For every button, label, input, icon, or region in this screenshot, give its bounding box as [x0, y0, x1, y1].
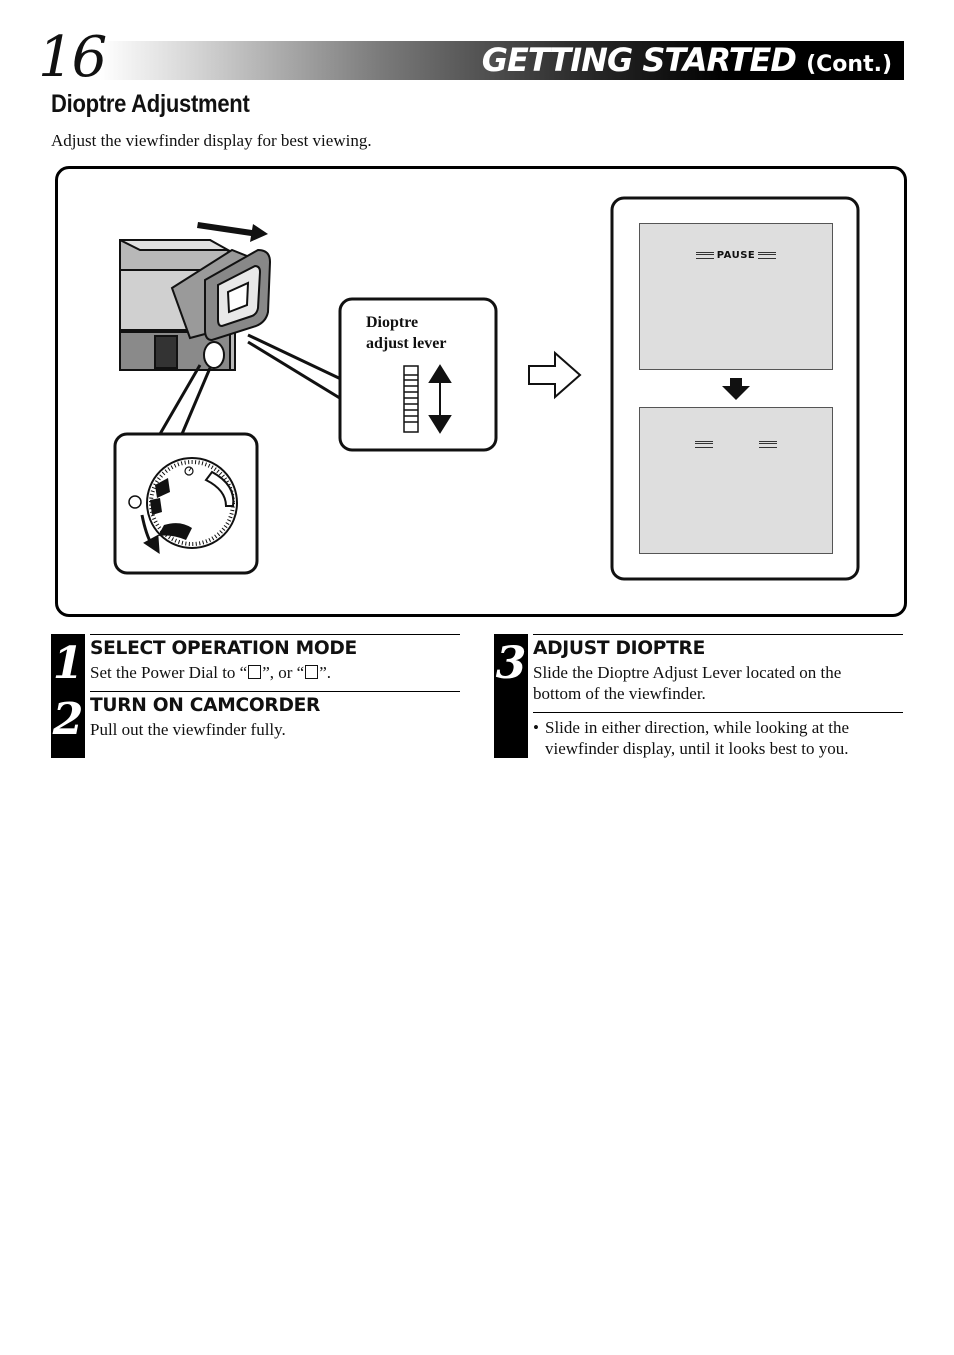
section-intro: Adjust the viewfinder display for best v…: [51, 131, 372, 150]
viewfinder-screen-blurry: PAUSE: [639, 223, 833, 370]
page-header-title: GETTING STARTED (Cont.): [482, 40, 892, 85]
step-1-body-mid: ”, or “: [262, 663, 305, 682]
step-2-number: 2: [52, 694, 84, 745]
page-number: 16: [38, 25, 107, 90]
right-arrow-icon: [528, 350, 582, 400]
step-3-number: 3: [495, 638, 527, 689]
step-3-note-text: Slide in either direction, while looking…: [545, 718, 850, 758]
step-1-body: Set the Power Dial to “ ”, or “ ”.: [90, 662, 331, 683]
step-3-bar: 3: [494, 634, 528, 758]
power-dial-icon: [146, 457, 238, 549]
dash-icon: [756, 434, 780, 453]
play-mode-box-icon: [305, 665, 319, 679]
lever-label-line2: adjust lever: [366, 335, 447, 352]
dial-callout-lines: [158, 364, 212, 435]
dash-icon: [695, 251, 714, 259]
step-3-heading: ADJUST DIOPTRE: [533, 637, 706, 659]
pause-indicator: PAUSE: [640, 250, 832, 261]
rotate-arrow-icon: [140, 514, 160, 554]
viewfinder-screen-clear: [639, 407, 833, 554]
header-bar: [100, 41, 904, 80]
step-2-rule: [90, 691, 460, 692]
dash-icon: [758, 251, 777, 259]
dash-icon: [692, 434, 716, 453]
lever-label: Dioptre adjust lever: [366, 312, 446, 354]
steps-1-2-bar: 1 2: [51, 634, 85, 758]
step-3-note: • Slide in either direction, while looki…: [533, 717, 898, 759]
lever-label-line1: Dioptre: [366, 314, 419, 331]
lever-icon: [403, 365, 419, 433]
pull-arrow: [197, 222, 268, 242]
up-down-arrow-icon: [428, 364, 452, 434]
step-1-heading: SELECT OPERATION MODE: [90, 637, 357, 659]
step-3-note-rule: [533, 712, 903, 713]
step-1-number: 1: [52, 638, 84, 689]
pause-label: PAUSE: [716, 250, 756, 261]
down-arrow-icon: [722, 378, 750, 400]
step-3-rule: [533, 634, 903, 635]
header-title-text: GETTING STARTED: [481, 41, 797, 79]
step-1-rule: [90, 634, 460, 635]
step-2-body: Pull out the viewfinder fully.: [90, 720, 286, 739]
camera-mode-box-icon: [248, 665, 262, 679]
section-title: Dioptre Adjustment: [51, 90, 250, 118]
viewfinder: [170, 248, 272, 369]
step-1-body-post: ”.: [319, 663, 332, 682]
lever-callout-lines: [247, 333, 344, 402]
bullet: •: [533, 718, 539, 737]
step-3-body: Slide the Dioptre Adjust Lever located o…: [533, 663, 842, 703]
step-1-body-pre: Set the Power Dial to “: [90, 663, 248, 682]
step-2-heading: TURN ON CAMCORDER: [90, 694, 321, 716]
header-cont-text: (Cont.): [806, 52, 892, 77]
lamp-indicator-icon: [128, 495, 142, 509]
